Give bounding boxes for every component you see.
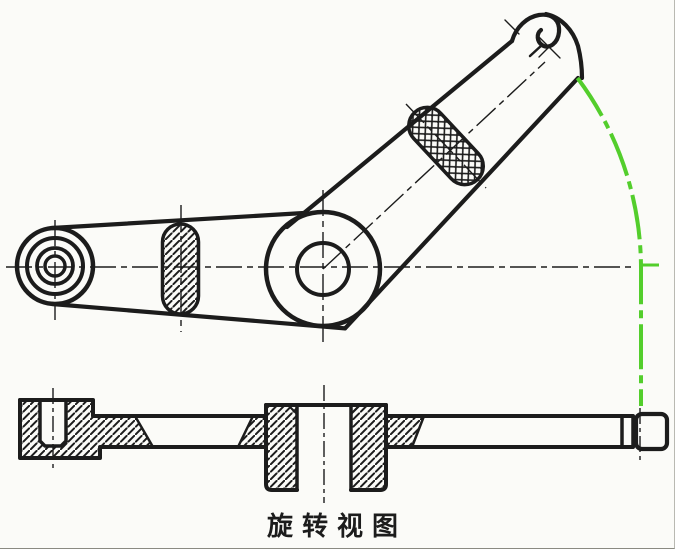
section-outline: [18, 398, 670, 492]
section-left-bottom-profile: [18, 398, 268, 460]
central-boss-section-left: [264, 403, 299, 492]
central-boss: [263, 209, 383, 329]
section-top-profile: [18, 398, 635, 418]
centerlines: [6, 61, 634, 347]
left-boss-counterbore-circle: [35, 246, 75, 286]
hook-curl-outline: [509, 12, 562, 49]
hatch-boundary-left-wedge: [133, 414, 155, 449]
channel-chamfer-left: [287, 404, 299, 416]
rotated-cross-section-horizontal: [160, 222, 201, 316]
central-boss-hole-circle: [295, 241, 351, 297]
boss-right-wall-hatch: [351, 405, 424, 490]
left-boss-hole-circle: [43, 254, 67, 278]
rotated-section-view: [18, 385, 670, 503]
central-boss-outer-circle: [263, 209, 383, 329]
angled-arm-outline: [284, 38, 581, 331]
hook-end: [504, 11, 585, 81]
horizontal-arm-outline: [49, 210, 348, 331]
section2-stadium: [406, 105, 486, 187]
front-view: [6, 11, 659, 406]
section1-stadium: [160, 222, 201, 316]
section-centerlines: [52, 385, 641, 503]
arm-top-edge: [49, 210, 307, 231]
hook-outer-edge: [543, 11, 585, 81]
left-block-hatch: [20, 400, 100, 458]
left-boss-step-circle: [25, 236, 85, 296]
hook-throat-line: [528, 43, 544, 58]
hatch-boundary-bar-wedge: [410, 414, 426, 449]
angled-arm-upper-edge: [284, 38, 515, 230]
section-hatch-regions: [20, 400, 424, 490]
rotation-path-indicator: [575, 76, 659, 406]
angled-arm-lower-edge: [342, 75, 581, 331]
central-boss-section-right: [349, 403, 388, 492]
left-web-hatch-wedge: [100, 416, 153, 447]
rotation-arc: [575, 76, 644, 406]
hook-center-cross: [504, 19, 561, 59]
left-boss-outer-circle: [14, 225, 96, 307]
hook-end-cap: [633, 411, 670, 452]
left-boss: [14, 225, 96, 307]
rotated-cross-section-angled: [406, 105, 486, 187]
angled-arm-axis-centerline: [322, 61, 546, 270]
caption: 旋转视图: [266, 512, 407, 541]
hatch-boundary-right-wedge: [236, 414, 255, 449]
channel-chamfer-right: [349, 404, 361, 416]
arm-bottom-edge: [49, 301, 348, 331]
